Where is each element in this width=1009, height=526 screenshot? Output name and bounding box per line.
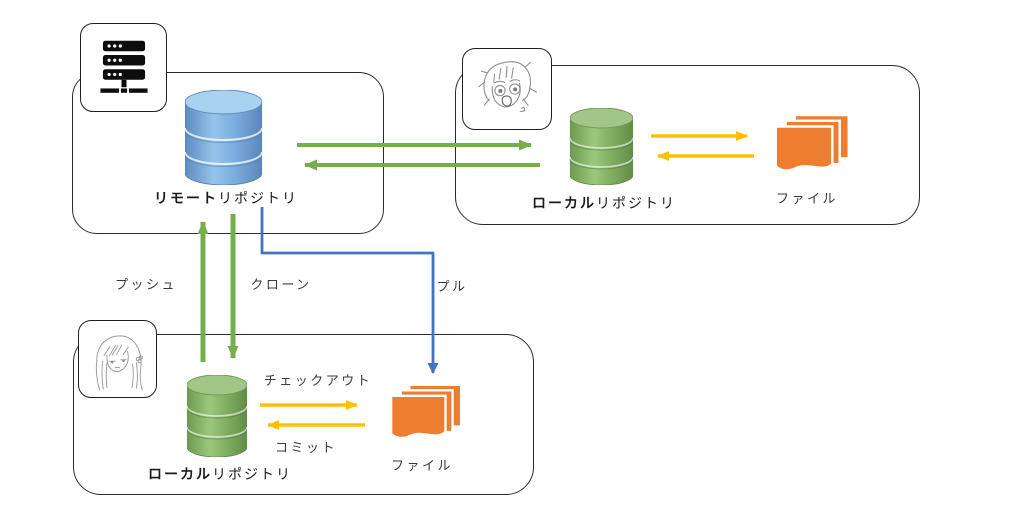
local-bottom-database-cylinder (187, 375, 247, 457)
avatar-bottom-box (78, 320, 157, 398)
files-bottom-icon (389, 384, 463, 440)
local-bottom-repository-label-bold: ローカル (148, 466, 212, 482)
remote-repository-label-bold: リモート (154, 190, 218, 206)
remote-repository-label: リモートリポジトリ (154, 188, 298, 208)
server-box (80, 23, 167, 112)
local-top-repository-label: ローカルリポジトリ (532, 193, 676, 213)
files-top-label: ファイル (775, 191, 839, 206)
remote-database-cylinder (185, 90, 262, 185)
checkout-label: チェックアウト (263, 373, 373, 388)
local-top-repository-label-rest: リポジトリ (596, 195, 676, 211)
avatar-surprised-girl-icon (478, 61, 538, 113)
server-icon (99, 40, 148, 93)
files-bottom-label: ファイル (390, 458, 454, 473)
avatar-top-box (462, 48, 552, 130)
local-bottom-repository-label: ローカルリポジトリ (148, 464, 292, 484)
local-top-database-cylinder (570, 108, 633, 185)
local-bottom-repository-label-rest: リポジトリ (212, 466, 292, 482)
files-top-icon (774, 114, 850, 172)
clone-label: クローン (250, 277, 312, 292)
push-label: プッシュ (114, 277, 178, 292)
pull-label: プル (436, 279, 468, 294)
remote-repository-label-rest: リポジトリ (218, 190, 298, 206)
local-top-repository-label-bold: ローカル (532, 195, 596, 211)
avatar-longhair-girl-icon (95, 335, 143, 391)
commit-label: コミット (274, 440, 338, 455)
